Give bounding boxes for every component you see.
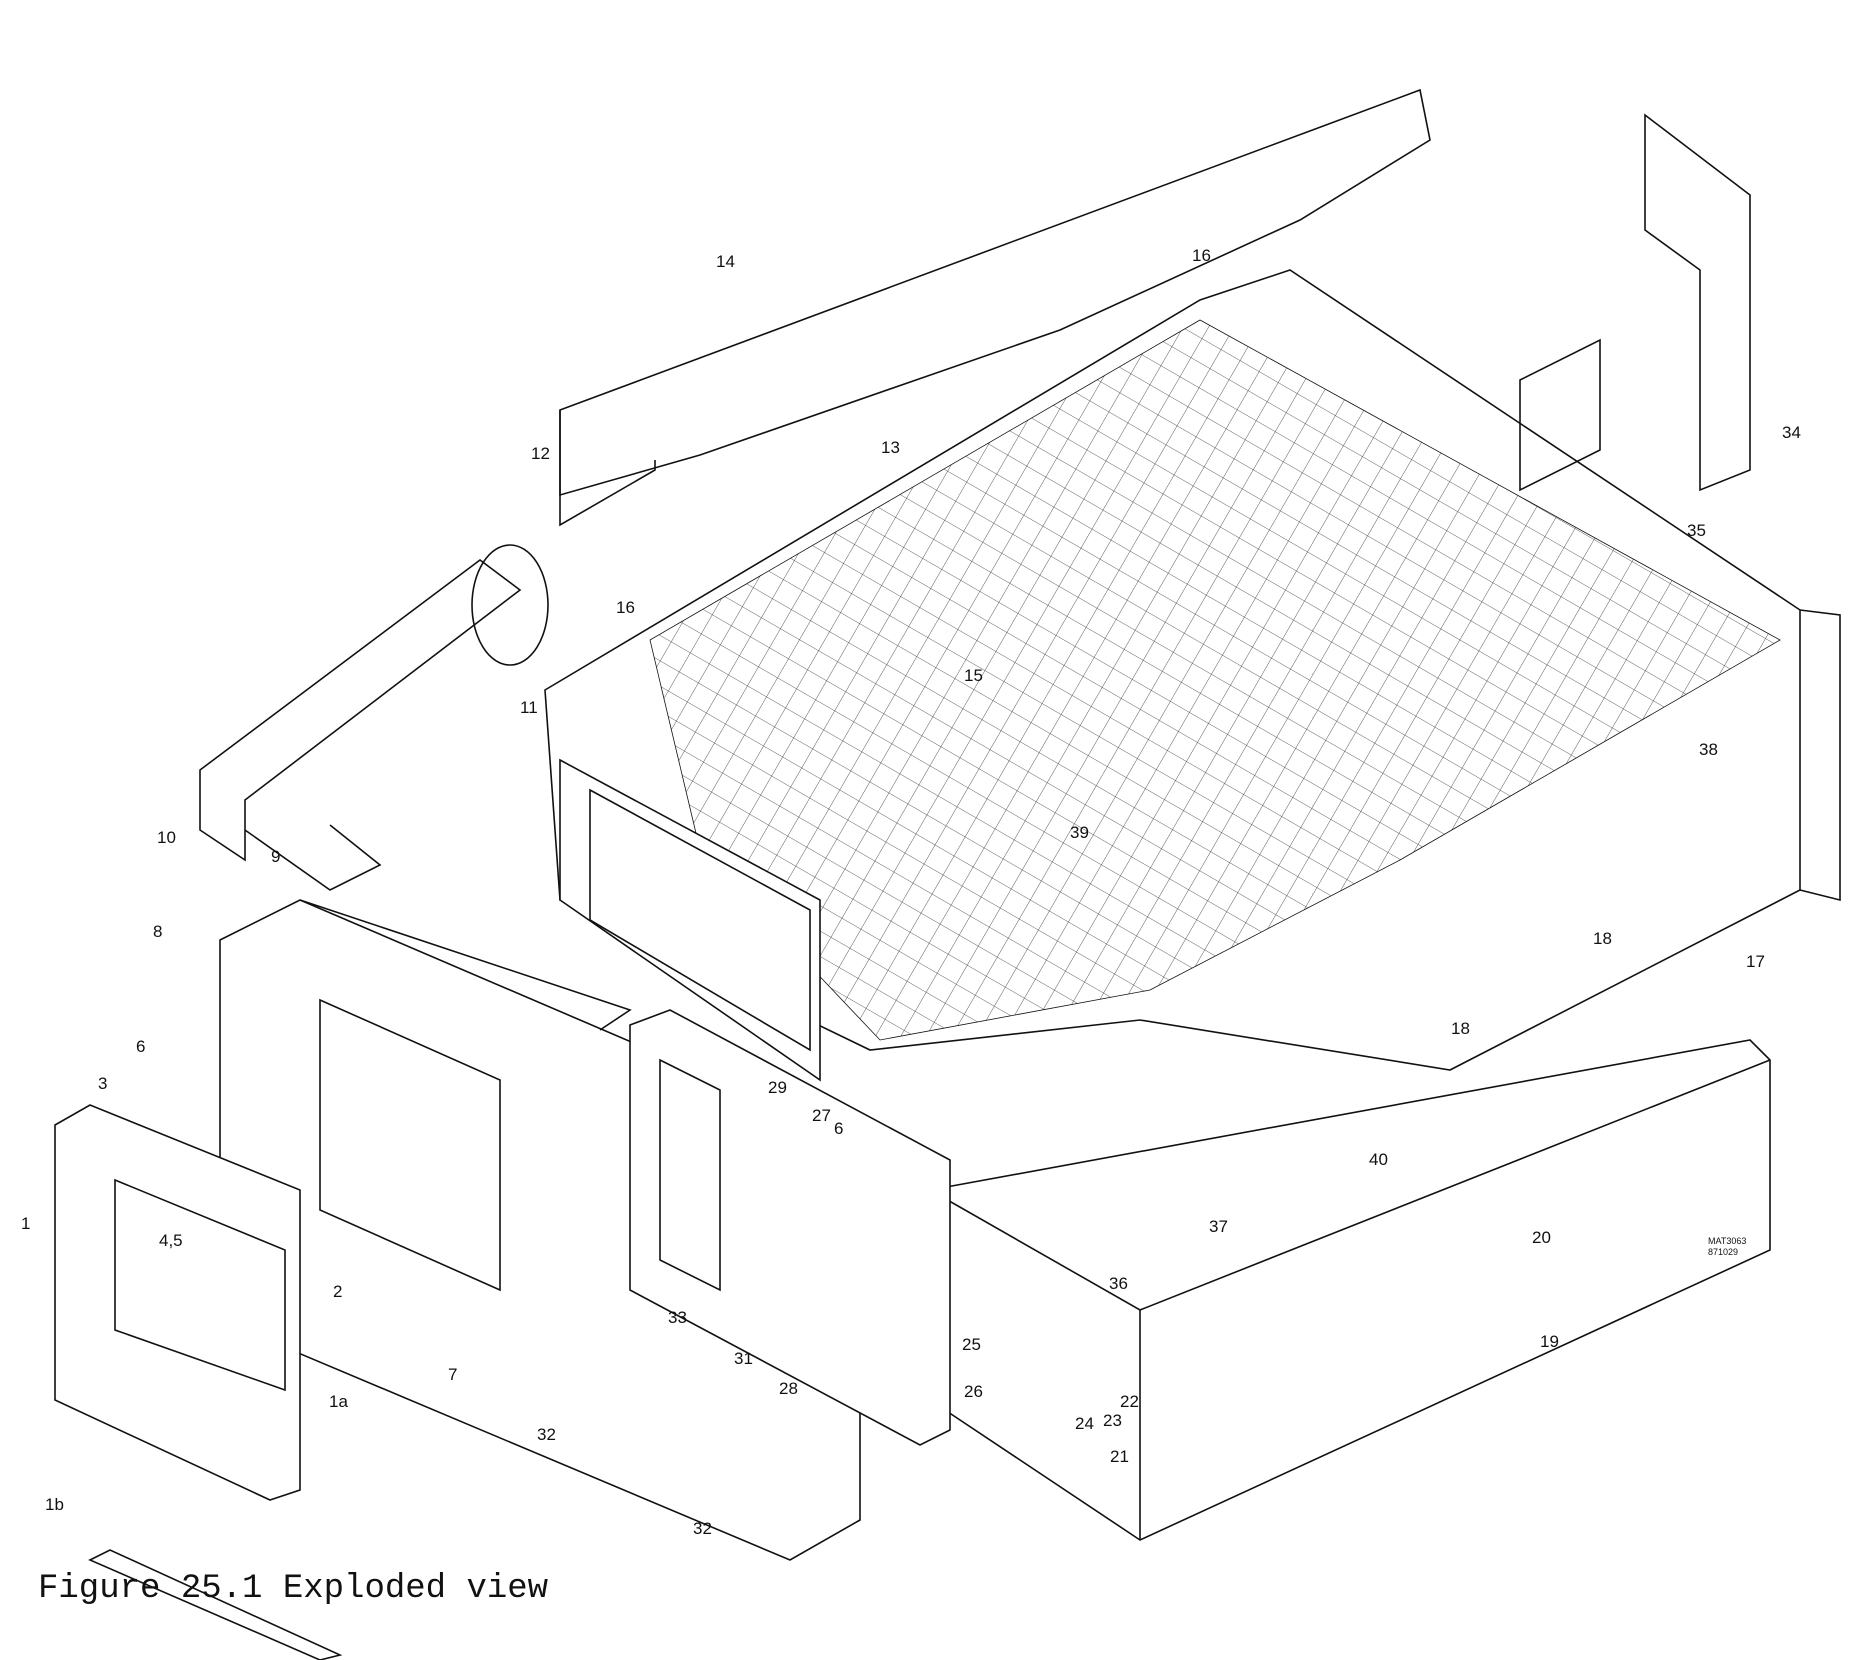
drawing-code: MAT3063 871029 (1708, 1236, 1746, 1258)
callout-31: 31 (734, 1349, 753, 1368)
callout-37: 37 (1209, 1217, 1228, 1236)
rear-module (1519, 113, 1751, 492)
callout-16: 16 (616, 598, 635, 617)
callout-9: 9 (271, 847, 281, 866)
callout-6: 6 (834, 1119, 844, 1138)
callout-35: 35 (1687, 521, 1706, 540)
callout-13: 13 (881, 438, 900, 457)
front-bezel (54, 1104, 343, 1660)
callout-21: 21 (1110, 1447, 1129, 1466)
figure-caption: Figure 25.1 Exploded view (38, 1570, 549, 1608)
callout-27: 27 (812, 1106, 831, 1125)
callout-4-5: 4,5 (159, 1231, 183, 1250)
callout-34: 34 (1782, 423, 1801, 442)
callout-1b: 1b (45, 1495, 64, 1514)
control-panel (629, 1009, 951, 1446)
callout-8: 8 (153, 922, 163, 941)
callout-12: 12 (531, 444, 550, 463)
callout-25: 25 (962, 1335, 981, 1354)
chassis (544, 269, 1841, 1082)
callout-1a: 1a (329, 1392, 348, 1411)
drawing-code-line: MAT3063 (1708, 1236, 1747, 1246)
callout-38: 38 (1699, 740, 1718, 759)
callout-11: 11 (520, 698, 538, 717)
callout-29: 29 (768, 1078, 787, 1097)
callout-32: 32 (537, 1425, 556, 1444)
callout-2: 2 (333, 1282, 343, 1301)
drawing-code-line: 871029 (1708, 1247, 1739, 1257)
callout-3: 3 (98, 1074, 108, 1093)
callout-18: 18 (1593, 929, 1612, 948)
callout-19: 19 (1540, 1332, 1559, 1351)
callout-10: 10 (157, 828, 176, 847)
callout-28: 28 (779, 1379, 798, 1398)
callout-24: 24 (1075, 1414, 1094, 1433)
bottom-tray (929, 1039, 1771, 1541)
callout-40: 40 (1369, 1150, 1388, 1169)
callout-1: 1 (21, 1214, 31, 1233)
callout-32: 32 (693, 1519, 712, 1538)
callout-20: 20 (1532, 1228, 1551, 1247)
carrying-handle (199, 544, 549, 891)
callout-18: 18 (1451, 1019, 1470, 1038)
callout-22: 22 (1120, 1392, 1139, 1411)
callout-39: 39 (1070, 823, 1089, 842)
callout-6: 6 (136, 1037, 146, 1056)
callout-17: 17 (1746, 952, 1765, 971)
callout-7: 7 (448, 1365, 458, 1384)
callout-26: 26 (964, 1382, 983, 1401)
callout-33: 33 (668, 1308, 687, 1327)
callout-14: 14 (716, 252, 735, 271)
callout-15: 15 (964, 666, 983, 685)
callout-36: 36 (1109, 1274, 1128, 1293)
callout-23: 23 (1103, 1411, 1122, 1430)
callout-16: 16 (1192, 246, 1211, 265)
top-cover (559, 88, 1431, 527)
